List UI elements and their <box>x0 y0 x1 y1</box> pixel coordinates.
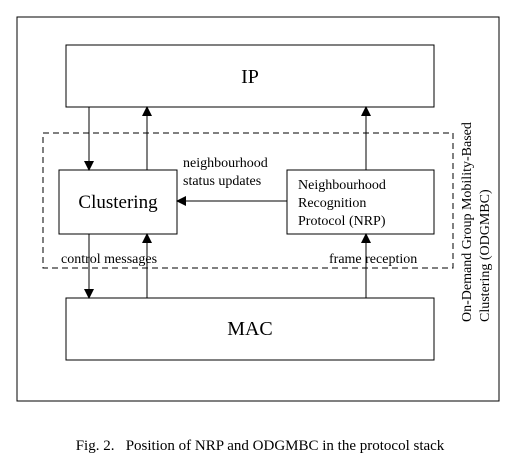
odgmbc-region <box>42 132 454 269</box>
nrp-box <box>286 169 435 235</box>
ip-label: IP <box>241 66 259 88</box>
mac-box <box>65 297 435 361</box>
status-updates-label-line-2: status updates <box>183 174 261 189</box>
mac-label: MAC <box>227 318 273 340</box>
frame-reception-label: frame reception <box>329 252 417 267</box>
nrp-label-line-3: Protocol (NRP) <box>298 214 386 229</box>
control-messages-label: control messages <box>61 252 157 267</box>
status-updates-label-line-1: neighbourhood <box>183 156 268 171</box>
odgmbc-side-label-line-1: On-Demand Group Mobility-Based <box>460 122 475 322</box>
ip-box <box>65 44 435 108</box>
nrp-label-line-1: Neighbourhood <box>298 178 386 193</box>
odgmbc-side-label: On-Demand Group Mobility-Based Clusterin… <box>460 122 493 322</box>
clustering-label: Clustering <box>78 192 158 213</box>
outer-frame <box>16 16 500 402</box>
figure-caption: Fig. 2. Position of NRP and ODGMBC in th… <box>75 438 445 454</box>
clustering-box <box>58 169 178 235</box>
odgmbc-side-label-line-2: Clustering (ODGMBC) <box>478 189 493 322</box>
nrp-label-line-2: Recognition <box>298 196 366 211</box>
